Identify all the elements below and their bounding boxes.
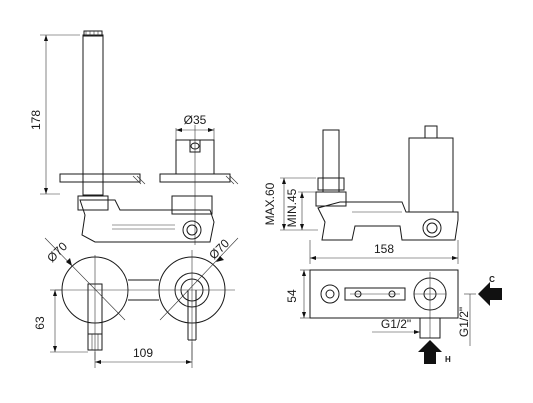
side-handle bbox=[424, 125, 438, 139]
hot-arrow-icon bbox=[418, 340, 442, 364]
dim-min-depth: MIN.45 bbox=[285, 188, 299, 227]
side-elevation: MAX.60 MIN.45 158 bbox=[263, 125, 459, 264]
hot-label: H bbox=[445, 355, 451, 364]
box-section: 54 G1/2" G1/2" C H bbox=[285, 269, 502, 364]
side-concealed-box bbox=[317, 201, 459, 241]
dim-body-diameter: Ø35 bbox=[184, 113, 207, 127]
dim-box-height: 54 bbox=[285, 289, 299, 303]
mixer-handle bbox=[189, 139, 201, 153]
dim-spout-height: 178 bbox=[29, 110, 43, 130]
dim-plate-left: Ø70 bbox=[44, 239, 70, 265]
side-spout-pipe bbox=[322, 129, 340, 193]
dim-projection: 109 bbox=[133, 346, 153, 360]
cold-label: C bbox=[489, 275, 495, 284]
spout-pipe bbox=[82, 34, 104, 196]
dim-box-width: 158 bbox=[374, 242, 394, 256]
front-port bbox=[182, 220, 202, 240]
spout-wall-plate bbox=[59, 173, 141, 183]
dim-inlet-thread: G1/2" bbox=[457, 307, 471, 337]
plan-view: Ø70 Ø70 63 109 bbox=[33, 236, 239, 368]
cold-arrow-icon bbox=[478, 282, 502, 306]
side-mixer-body bbox=[408, 137, 454, 213]
box-outline bbox=[309, 269, 459, 319]
dim-plate-offset: 63 bbox=[33, 316, 47, 330]
concealed-box bbox=[79, 199, 215, 243]
dim-outlet-thread: G1/2" bbox=[381, 317, 411, 331]
front-elevation: 178 Ø35 bbox=[29, 30, 239, 245]
dim-max-depth: MAX.60 bbox=[263, 182, 277, 225]
spout-aerator bbox=[83, 30, 103, 37]
